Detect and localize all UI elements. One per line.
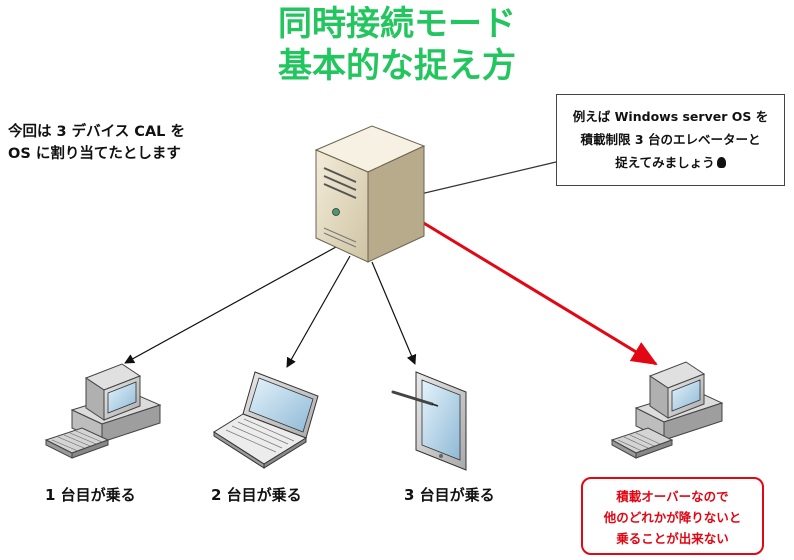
connection-arrow-1: [124, 246, 337, 364]
callout-line1: 例えば Windows server OS を: [572, 109, 769, 124]
diagram-title-line1: 同時接続モード: [278, 4, 516, 44]
connection-arrow-over-limit: [421, 220, 658, 366]
desktop-pc-icon: [44, 363, 162, 459]
lightbulb-icon: [716, 157, 726, 168]
desktop-pc-icon: [610, 361, 724, 459]
callout-connector-line: [411, 161, 557, 197]
intro-text: 今回は 3 デバイス CAL を OS に割り当てたとします: [8, 121, 185, 165]
intro-line2: OS に割り当てたとします: [8, 146, 181, 162]
warning-line2: 他のどれかが降りないと: [603, 510, 742, 525]
tablet-icon: [391, 371, 467, 471]
intro-line1: 今回は 3 デバイス CAL を: [8, 124, 185, 140]
laptop-icon: [213, 371, 319, 469]
connection-arrow-3: [371, 261, 417, 365]
callout-line3: 捉えてみましょう: [615, 155, 715, 170]
callout-line2: 積載制限 3 台のエレベーターと: [580, 132, 761, 147]
device-1-label: 1 台目が乗る: [45, 486, 136, 504]
warning-line3: 乗ることが出来ない: [616, 531, 729, 546]
device-2-label: 2 台目が乗る: [211, 486, 302, 504]
callout-box: 例えば Windows server OS を 積載制限 3 台のエレベーターと…: [556, 94, 785, 186]
over-limit-warning: 積載オーバーなので 他のどれかが降りないと 乗ることが出来ない: [581, 477, 764, 555]
server-tower-icon: [314, 125, 426, 263]
device-3-label: 3 台目が乗る: [404, 486, 495, 504]
diagram-title-line2: 基本的な捉え方: [278, 46, 516, 86]
warning-line1: 積載オーバーなので: [616, 489, 729, 504]
connection-arrow-2: [286, 255, 351, 368]
